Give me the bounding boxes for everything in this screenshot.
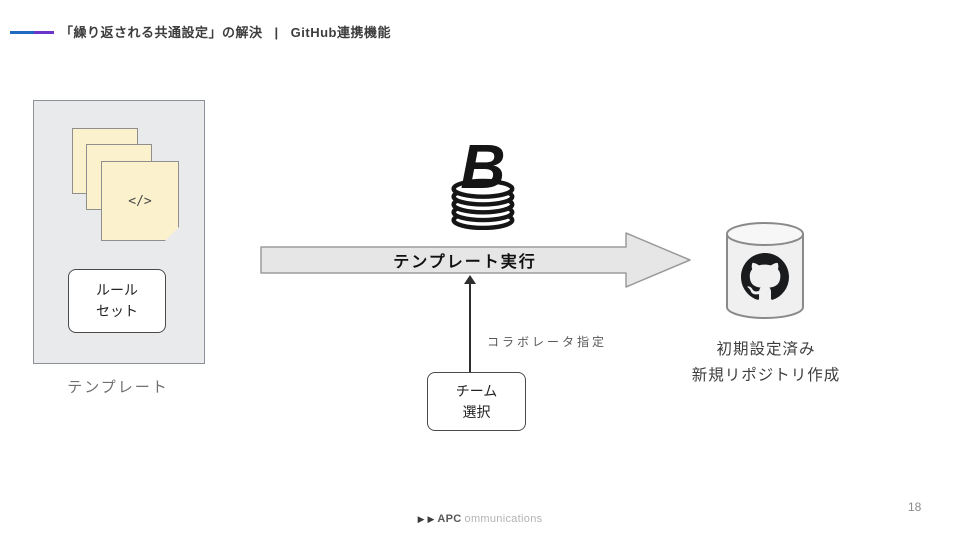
team-select-box: チーム 選択 xyxy=(427,372,526,431)
result-caption-line1: 初期設定済み xyxy=(716,341,816,358)
title-subtitle: GitHub連携機能 xyxy=(290,25,391,40)
team-label-line2: 選択 xyxy=(462,403,491,420)
template-run-arrow xyxy=(260,232,691,288)
team-label-line1: チーム xyxy=(455,382,498,399)
collaborator-annotation: コラボレータ指定 xyxy=(487,335,608,349)
title-separator: | xyxy=(274,25,279,40)
connector-arrowhead-icon xyxy=(464,275,476,284)
brand-text-rest: ommunications xyxy=(464,513,543,525)
result-caption: 初期設定済み 新規リポジトリ作成 xyxy=(660,337,872,390)
ruleset-label-line2: セット xyxy=(96,303,138,319)
sticky-note-front: </> xyxy=(101,161,179,241)
page-number: 18 xyxy=(908,500,922,514)
play-icon-2: ▶ xyxy=(427,513,435,524)
ruleset-label-line1: ルール xyxy=(96,282,138,298)
result-caption-line2: 新規リポジトリ作成 xyxy=(691,367,841,385)
accent-line xyxy=(10,31,54,34)
github-icon xyxy=(741,253,789,300)
title-main: 「繰り返される共通設定」の解決 xyxy=(60,25,263,40)
play-icon: ▶ xyxy=(417,513,425,524)
template-caption: テンプレート xyxy=(67,379,169,396)
b-logo-letter: B xyxy=(460,132,505,202)
collaborator-connector-line xyxy=(469,283,471,373)
ruleset-box: ルール セット xyxy=(68,269,166,333)
arrow-label: テンプレート実行 xyxy=(393,254,537,271)
code-snippet-label: </> xyxy=(128,193,152,209)
b-stack-logo-icon: B xyxy=(451,132,515,230)
slide-title: 「繰り返される共通設定」の解決 | GitHub連携機能 xyxy=(60,22,391,41)
github-repo-cylinder xyxy=(726,222,804,319)
brand-text-bold: APC xyxy=(437,513,462,525)
